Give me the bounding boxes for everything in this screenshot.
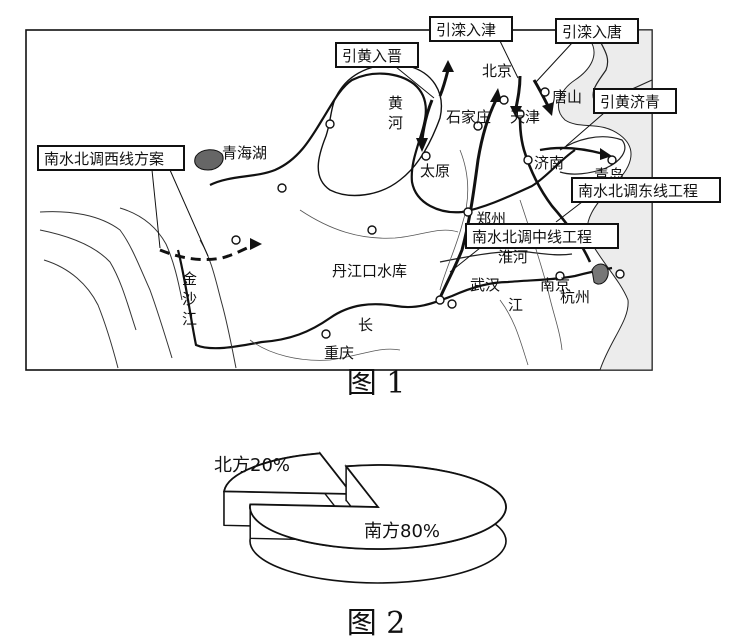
map-figure: 北京 唐山 天津 石家庄 太原 济南 青岛 郑州 丹江口水库 武汉 南京 杭州 … [25,16,721,395]
shandong-peninsula [559,136,626,175]
svg-text:南水北调东线工程: 南水北调东线工程 [578,182,698,200]
tai-lake [591,263,609,285]
label-nanjing: 南京 [540,276,570,294]
pie-label-north: 北方20% [214,455,290,476]
label-jinsha-1: 金 [182,270,197,288]
marker-hangzhou [615,269,625,279]
label-changjiang-1: 长 [358,316,373,334]
pie-figure: 北方20% 南方80% 图 2 [214,451,507,641]
label-huaihe: 淮河 [498,248,528,266]
marker-wuhan [447,299,457,309]
river-labels: 黄 河 金 沙 江 淮河 长 江 [182,94,528,334]
label-jinan: 济南 [534,154,564,172]
label-tangshan: 唐山 [552,88,582,106]
diversion-routes [159,60,612,299]
label-taiyuan: 太原 [420,162,450,180]
arrow-yin-huang-ru-jin [416,138,428,152]
yellow-river [209,72,576,214]
label-shijiazhuang: 石家庄 [446,108,491,126]
box-yin-huang-ji-qing: 引黄济青 [565,88,677,147]
route-yin-huang-ru-jin [420,99,434,141]
svg-text:南水北调中线工程: 南水北调中线工程 [472,228,592,246]
label-jinsha-3: 江 [182,310,197,328]
label-huanghe-1: 黄 [388,94,403,112]
route-west-line [159,242,257,262]
box-nsbd-middle: 南水北调中线工程 [449,223,619,273]
box-yin-luan-ru-jin: 引滦入津 [429,16,519,79]
label-huanghe-2: 河 [388,114,403,132]
label-qinghai-lake: 青海湖 [222,144,267,162]
figure1-caption: 图 1 [347,366,406,395]
label-tianjin: 天津 [510,108,540,126]
box-nsbd-west: 南水北调西线方案 [37,145,209,257]
marker-tangshan [540,87,550,97]
marker-danjiangkou [435,295,445,305]
pie-slice-0 [222,452,354,495]
box-yin-luan-ru-tang: 引滦入唐 [535,18,639,83]
svg-text:引滦入津: 引滦入津 [436,21,496,39]
label-wuhan: 武汉 [470,276,500,294]
label-danjiangkou: 丹江口水库 [332,262,407,280]
map-base [25,29,653,371]
label-chongqing: 重庆 [324,344,354,362]
svg-text:南水北调西线方案: 南水北调西线方案 [44,150,164,168]
label-jinsha-2: 沙 [182,290,197,308]
pie-slice-1 [249,464,507,550]
route-middle-line [438,99,498,299]
huai-river [439,250,573,263]
map-frame [25,29,653,371]
box-nsbd-east: 南水北调东线工程 [555,177,721,223]
marker-chongqing [321,329,331,339]
pie-chart [222,451,507,584]
label-hangzhou: 杭州 [560,288,590,306]
box-yin-huang-ru-jin: 引黄入晋 [335,42,435,99]
marker-nanjing [555,271,565,281]
city-markers [231,87,625,339]
label-beijing: 北京 [482,62,512,80]
yangtze-river [176,249,613,350]
marker-zhengzhou [463,207,473,217]
marker-shijiazhuang [473,121,483,131]
qinghai-lake [194,149,224,171]
marker-tianjin [515,109,525,119]
label-changjiang-2: 江 [508,296,523,314]
route-yin-luan-ru-jin [514,75,522,109]
marker-taiyuan [421,151,431,161]
figure2-caption: 图 2 [347,606,406,641]
marker-qingdao [607,155,617,165]
svg-text:引黄济青: 引黄济青 [600,93,660,111]
svg-text:引滦入唐: 引滦入唐 [562,23,622,41]
marker-jinan [523,155,533,165]
route-label-boxes: 引黄入晋 引滦入津 引滦入唐 引黄济青 南水北调西线方案 南水北调东线工程 [37,16,721,273]
marker-beijing [499,95,509,105]
pie-label-south: 南方80% [364,521,440,542]
svg-text:引黄入晋: 引黄入晋 [342,47,402,65]
route-yin-huang-ji-qing [539,146,605,156]
